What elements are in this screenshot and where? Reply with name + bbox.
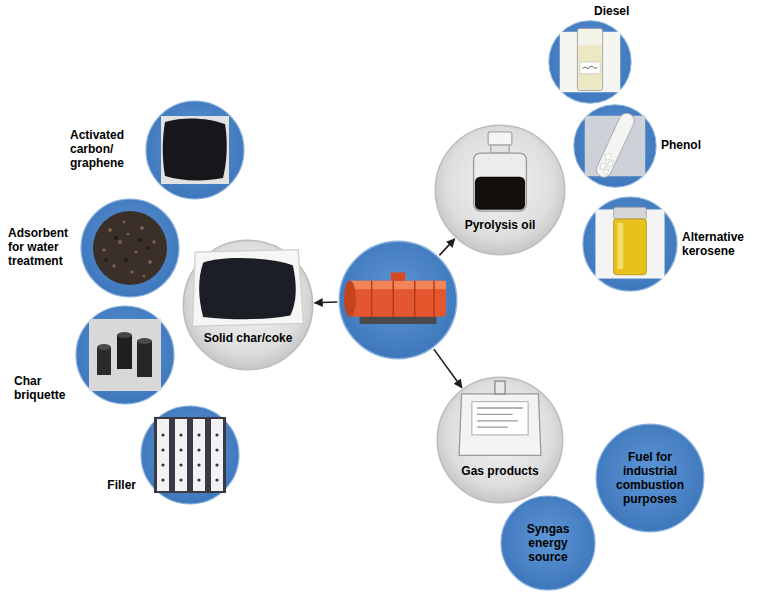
photo-illustration xyxy=(585,111,645,180)
circle-fill xyxy=(574,105,656,187)
circle-fill xyxy=(146,101,244,199)
side-label: Adsorbent for water treatment xyxy=(8,226,76,268)
circle-fill xyxy=(76,306,174,404)
circle-fill xyxy=(81,199,179,297)
circle-outline xyxy=(573,104,657,188)
process-arrow xyxy=(439,239,454,256)
circle-outline xyxy=(75,305,175,405)
use-circle: Adsorbent for water treatment xyxy=(80,198,180,298)
photo-illustration xyxy=(93,211,167,285)
side-label: Diesel xyxy=(594,4,644,18)
photo-illustration xyxy=(560,28,620,92)
side-label: Activated carbon/ graphene xyxy=(70,128,140,170)
circle-outline xyxy=(182,239,314,371)
use-circle: Filler xyxy=(140,405,240,505)
use-circle: Char briquette xyxy=(75,305,175,405)
circle-fill xyxy=(583,197,677,291)
side-label: Char briquette xyxy=(14,374,74,402)
photo-illustration xyxy=(154,417,226,493)
circle-fill xyxy=(435,125,564,254)
circle-fill xyxy=(437,377,562,502)
circle-fill xyxy=(339,241,457,359)
use-circle: Syngas energy source xyxy=(500,495,596,591)
circle-outline xyxy=(80,198,180,298)
photo-illustration xyxy=(161,116,229,184)
product-circle: Pyrolysis oil xyxy=(434,124,566,256)
circle-outline xyxy=(582,196,678,292)
circle-fill xyxy=(183,240,312,369)
side-label: Filler xyxy=(96,478,136,492)
circle-label: Solid char/coke xyxy=(190,331,306,345)
circle-fill xyxy=(549,21,631,103)
side-label: Phenol xyxy=(661,138,717,152)
photo-illustration xyxy=(595,208,664,279)
circle-label: Pyrolysis oil xyxy=(450,218,550,232)
connectors xyxy=(315,239,462,388)
photo-illustration xyxy=(344,272,446,324)
process-arrow xyxy=(315,301,338,303)
use-circle: Phenol xyxy=(573,104,657,188)
reactor-circle xyxy=(338,240,458,360)
use-circle: Activated carbon/ graphene xyxy=(145,100,245,200)
side-label: Alternative kerosene xyxy=(682,230,754,258)
circle-fill xyxy=(501,496,595,590)
circle-outline xyxy=(338,240,458,360)
circle-outline xyxy=(436,376,564,504)
circle-fill xyxy=(141,406,239,504)
photo-illustration xyxy=(474,132,527,211)
circle-label: Gas products xyxy=(450,464,550,478)
product-circle: Solid char/coke xyxy=(182,239,314,371)
circle-outline xyxy=(434,124,566,256)
use-circle: Diesel xyxy=(548,20,632,104)
photo-illustration xyxy=(89,319,161,391)
circle-label: Syngas energy source xyxy=(512,522,584,564)
product-circle: Gas products xyxy=(436,376,564,504)
use-circle: Alternative kerosene xyxy=(582,196,678,292)
circle-fill xyxy=(596,424,704,532)
photo-illustration xyxy=(193,250,304,327)
circle-outline xyxy=(548,20,632,104)
circle-outline xyxy=(145,100,245,200)
process-arrow xyxy=(434,349,462,388)
photo-illustration xyxy=(459,381,541,455)
use-circle: Fuel for industrial combustion purposes xyxy=(595,423,705,533)
circle-outline xyxy=(140,405,240,505)
circle-label: Fuel for industrial combustion purposes xyxy=(606,450,694,506)
